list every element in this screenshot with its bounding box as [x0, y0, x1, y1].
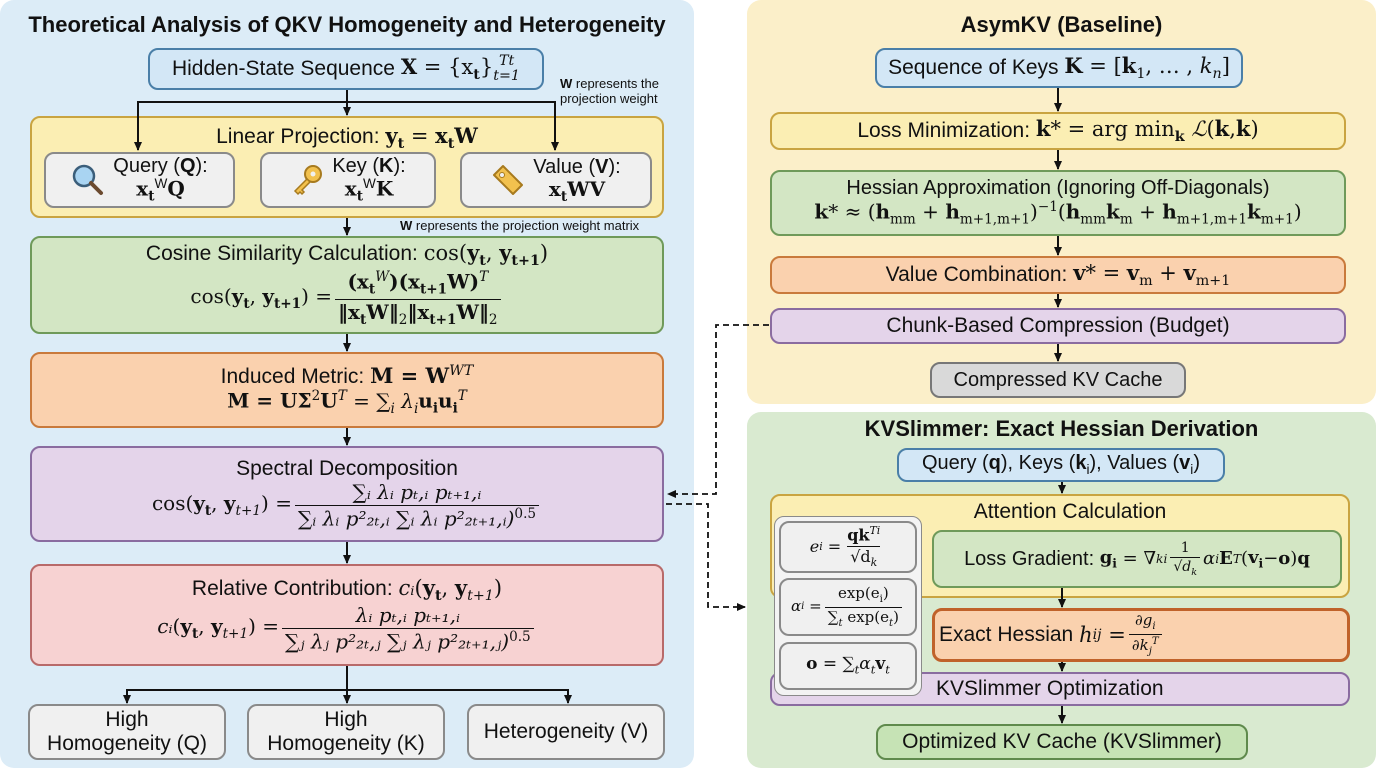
key-label: Key (K): [332, 155, 406, 178]
outcome-line1: High [105, 707, 149, 731]
induced-label: Induced Metric: M = WWT [220, 362, 474, 388]
keys-label: Sequence of Keys [888, 55, 1059, 79]
kvslimmer-title: KVSlimmer: Exact Hessian Derivation [864, 416, 1259, 441]
cosine-similarity-box[interactable]: Cosine Similarity Calculation: cos(yt, y… [30, 236, 664, 334]
attention-label: Attention Calculation [973, 500, 1167, 523]
left-panel-title: Theoretical Analysis of QKV Homogeneity … [28, 12, 666, 37]
query-box[interactable]: Query (Q): xtWQ [44, 152, 235, 208]
cosine-formula: cos(yt, yt+1) = (xtW)(xt+1W)T‖xtW‖2‖xt+1… [190, 269, 503, 329]
value-label: Value (V): [533, 155, 621, 178]
hessian-approx-formula: k* ≈ (hmm + hm+1,m+1)−1(hmmkm + hm+1,m+1… [814, 199, 1302, 229]
outcome-line1: High [324, 707, 368, 731]
value-box[interactable]: Value (V): xtWV [460, 152, 652, 208]
spectral-decomposition-box[interactable]: Spectral Decomposition cos(yt, yt+1) = ∑… [30, 446, 664, 542]
linear-projection-label: Linear Projection: yt = xtW [216, 123, 478, 153]
outcome-line2: Homogeneity (Q) [47, 732, 207, 755]
keys-formula: K = [k1, … , kn] [1064, 52, 1230, 82]
optimized-kv-cache-box[interactable]: Optimized KV Cache (KVSlimmer) [876, 724, 1248, 760]
hessian-approx-label: Hessian Approximation (Ignoring Off-Diag… [846, 177, 1270, 200]
induced-metric-box[interactable]: Induced Metric: M = WWT M = UΣ2UT = ∑i λ… [30, 352, 664, 428]
cosine-label: Cosine Similarity Calculation: cos(yt, y… [145, 240, 549, 270]
chunk-label: Chunk-Based Compression (Budget) [886, 313, 1230, 337]
key-box[interactable]: Key (K): xtWK [260, 152, 436, 208]
query-formula: xtWQ [136, 176, 185, 205]
spectral-label: Spectral Decomposition [236, 457, 458, 481]
projection-weight-note-top: W represents the projection weight [560, 76, 659, 106]
gradient-label: Loss Gradient: [964, 547, 1095, 570]
formula-o: o = ∑tαtvt [806, 654, 890, 677]
optimization-label: KVSlimmer Optimization [936, 676, 1164, 700]
value-formula: xtWV [548, 176, 606, 205]
inputs-box[interactable]: Query (q), Keys (ki), Values (vi) [897, 448, 1225, 482]
query-label: Query (Q): [113, 155, 208, 178]
hessian-approximation-box[interactable]: Hessian Approximation (Ignoring Off-Diag… [770, 170, 1346, 236]
loss-formula: k* = arg mink ℒ(k,k) [1035, 115, 1259, 145]
outcome-line2: Heterogeneity (V) [483, 719, 649, 743]
spectral-formula: cos(yt, yt+1) = ∑ᵢ λᵢ pₜ,ᵢ pₜ₊₁,ᵢ∑ᵢ λᵢ p… [152, 481, 542, 531]
asymkv-title: AsymKV (Baseline) [960, 12, 1163, 37]
relative-contribution-box[interactable]: Relative Contribution: cᵢ(yt, yt+1) cᵢ(y… [30, 564, 664, 666]
tag-icon [493, 165, 524, 195]
induced-formula: M = UΣ2UT = ∑i λiuiuiT [227, 387, 467, 417]
loss-label: Loss Minimization: [857, 118, 1031, 142]
formula-o-box[interactable]: o = ∑tαtvt [779, 642, 917, 690]
projection-weight-note-mid: W represents the projection weight matri… [400, 218, 640, 233]
magnifier-icon [73, 164, 104, 195]
key-formula: xtWK [344, 176, 394, 205]
key-icon [294, 165, 323, 196]
outcome-heterogeneity-v[interactable]: Heterogeneity (V) [467, 704, 665, 760]
inputs-label: Query (q), Keys (ki), Values (vi) [921, 452, 1200, 478]
optimized-kv-cache-label: Optimized KV Cache (KVSlimmer) [902, 729, 1222, 753]
compressed-kv-cache-box[interactable]: Compressed KV Cache [930, 362, 1186, 398]
value-combination-label: Value Combination: [885, 262, 1068, 286]
relative-label: Relative Contribution: cᵢ(yt, yt+1) [191, 574, 503, 605]
hidden-state-label: Hidden-State Sequence [171, 56, 395, 80]
value-combination-formula: v* = vm + vm+1 [1073, 259, 1231, 289]
relative-formula: cᵢ(yt, yt+1) = λᵢ pₜ,ᵢ pₜ₊₁,ᵢ∑ⱼ λⱼ p²₂ₜ,… [157, 604, 536, 654]
chunk-compression-box[interactable]: Chunk-Based Compression (Budget) [770, 308, 1346, 344]
outcome-line2: Homogeneity (K) [267, 732, 425, 755]
compressed-kv-cache-label: Compressed KV Cache [953, 368, 1163, 391]
sequence-of-keys-box[interactable]: Sequence of Keys K = [k1, … , kn] [875, 48, 1243, 88]
exact-hessian-label: Exact Hessian [939, 622, 1074, 646]
loss-minimization-box[interactable]: Loss Minimization: k* = arg mink ℒ(k,k) [770, 112, 1346, 150]
value-combination-box[interactable]: Value Combination: v* = vm + vm+1 [770, 256, 1346, 294]
